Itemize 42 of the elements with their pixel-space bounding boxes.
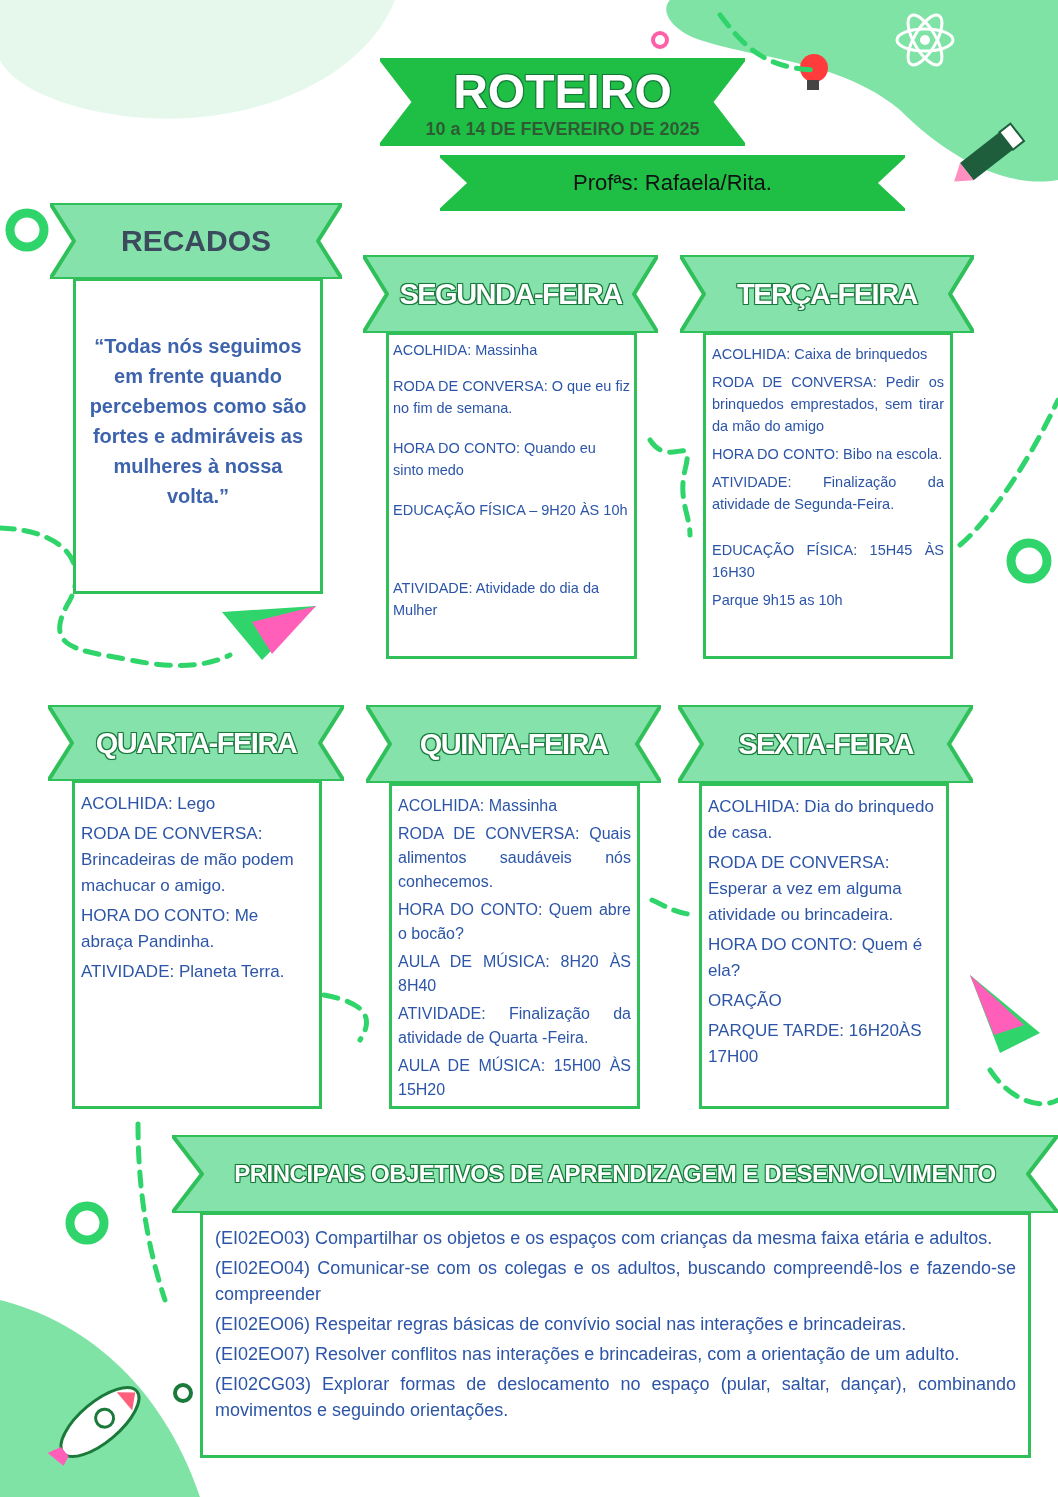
activity-text: RODA DE CONVERSA: O que eu fiz no fim de semana. [393, 377, 630, 418]
activity-text: Parque 9h15 as 10h [712, 591, 844, 610]
activity-text: EDUCAÇÃO FÍSICA – 9H20 ÀS 10h [393, 501, 629, 520]
section-heading: QUARTA-FEIRA [95, 726, 297, 760]
activity-text: HORA DO CONTO: Quem abre o bocão? [398, 900, 631, 944]
objective-text: (EI02CG03) Explorar formas de deslocamento no espaço (pular, saltar, dançar), combinando movimentos e seguindo orientações. [215, 1373, 1016, 1422]
activity-text: ATIVIDADE: Finalização da atividade de Quarta -Feira. [398, 1004, 631, 1048]
activity-text: RODA DE CONVERSA: Brincadeiras de mão podem machucar o amigo. [81, 823, 295, 897]
activity-text: ATIVIDADE: Finalização da atividade de Segunda-Feira. [712, 473, 944, 514]
activity-text: RODA DE CONVERSA: Pedir os brinquedos emprestados, sem tirar da mão do amigo [712, 373, 944, 436]
activity-text: ACOLHIDA: Lego [81, 793, 217, 815]
activity-text: RODA DE CONVERSA: Esperar a vez em alguma atividade ou brincadeira. [708, 852, 903, 926]
quote-text: “Todas nós seguimos em frente quando percebemos como são fortes e admiráveis as mulheres à nossa volta.” [88, 334, 308, 509]
activity-text: AULA DE MÚSICA: 8H20 ÀS 8H40 [398, 951, 631, 996]
section-heading: TERÇA-FEIRA [736, 277, 917, 311]
activity-text: AULA DE MÚSICA: 15H00 ÀS 15H20 [398, 1055, 631, 1100]
activity-text: EDUCAÇÃO FÍSICA: 15H45 ÀS 16H30 [712, 541, 944, 582]
objective-text: (EI02EO06) Respeitar regras básicas de convívio social nas interações e brincadeiras. [215, 1313, 908, 1336]
activity-text: HORA DO CONTO: Bibo na escola. [712, 445, 944, 464]
activity-text: HORA DO CONTO: Me abraça Pandinha. [81, 905, 260, 953]
activity-text: HORA DO CONTO: Quem é ela? [708, 934, 924, 982]
activity-text: RODA DE CONVERSA: Quais alimentos saudáveis nós conhecemos. [398, 824, 631, 892]
title-heading: ROTEIRO [453, 64, 672, 119]
section-heading: PRINCIPAIS OBJETIVOS DE APRENDIZAGEM E DESENVOLVIMENTO [234, 1160, 996, 1188]
activity-text: ACOLHIDA: Dia do brinquedo de casa. [708, 796, 935, 844]
activity-text: PARQUE TARDE: 16H20ÀS 17H00 [708, 1020, 923, 1068]
section-heading: QUINTA-FEIRA [419, 727, 608, 761]
activity-text: ACOLHIDA: Massinha [398, 796, 559, 816]
activity-text: ATIVIDADE: Atividade do dia da Mulher [393, 579, 601, 620]
section-heading: SEXTA-FEIRA [738, 727, 913, 761]
objective-text: (EI02EO07) Resolver conflitos nas interações e brincadeiras, com a orientação de um adulto. [215, 1343, 961, 1366]
activity-text: ACOLHIDA: Caixa de brinquedos [712, 345, 929, 364]
section-heading: SEGUNDA-FEIRA [399, 277, 622, 311]
teacher-names: Profªs: Rafaela/Rita. [573, 170, 772, 196]
activity-text: ATIVIDADE: Planeta Terra. [81, 961, 286, 983]
activity-text: ACOLHIDA: Massinha [393, 341, 539, 360]
activity-text: ORAÇÃO [708, 990, 783, 1012]
objective-text: (EI02EO03) Compartilhar os objetos e os espaços com crianças da mesma faixa etária e adultos. [215, 1227, 994, 1250]
section-heading: RECADOS [121, 224, 271, 258]
objective-text: (EI02EO04) Comunicar-se com os colegas e os adultos, buscando compreendê-los e fazendo-se compreender [215, 1257, 1016, 1306]
date-range: 10 a 14 DE FEVEREIRO DE 2025 [425, 119, 700, 140]
activity-text: HORA DO CONTO: Quando eu sinto medo [393, 439, 597, 480]
